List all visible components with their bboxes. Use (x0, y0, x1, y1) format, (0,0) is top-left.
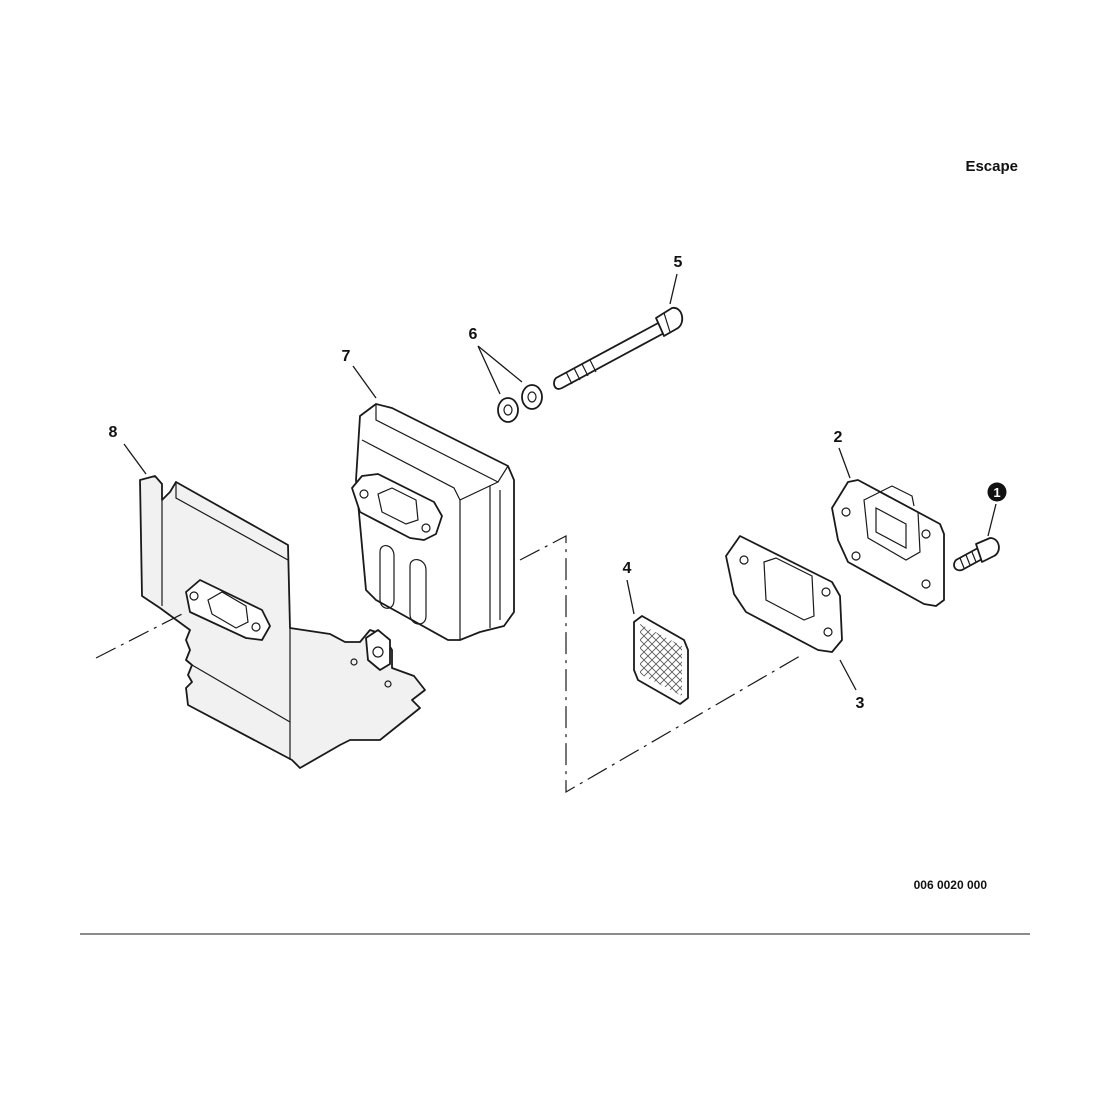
callout-6: 6 (469, 326, 478, 343)
callout-leader-lines (123, 273, 997, 691)
part-8-heat-shield (139, 475, 426, 769)
part-3-gasket (725, 535, 843, 653)
part-2-flange (831, 479, 945, 607)
callout-3: 3 (856, 695, 865, 712)
part-4-filter-screen (633, 615, 689, 705)
callout-8: 8 (109, 424, 118, 441)
callout-labels: 8 7 6 5 2 4 3 1 (109, 254, 1007, 712)
diagram-reference-number: 006 0020 000 (914, 878, 988, 892)
callout-5: 5 (674, 254, 683, 271)
callout-1: 1 (993, 485, 1000, 500)
part-1-screw (953, 537, 1000, 572)
part-6-washers (497, 384, 543, 423)
part-5-long-bolt (553, 307, 684, 390)
assembly-center-lines (95, 535, 801, 794)
callout-1-badge: 1 (987, 482, 1007, 502)
part-7-muffler (351, 403, 515, 641)
section-title: Escape (965, 158, 1018, 175)
callout-7: 7 (342, 348, 351, 365)
callout-4: 4 (623, 560, 632, 577)
callout-2: 2 (834, 429, 843, 446)
